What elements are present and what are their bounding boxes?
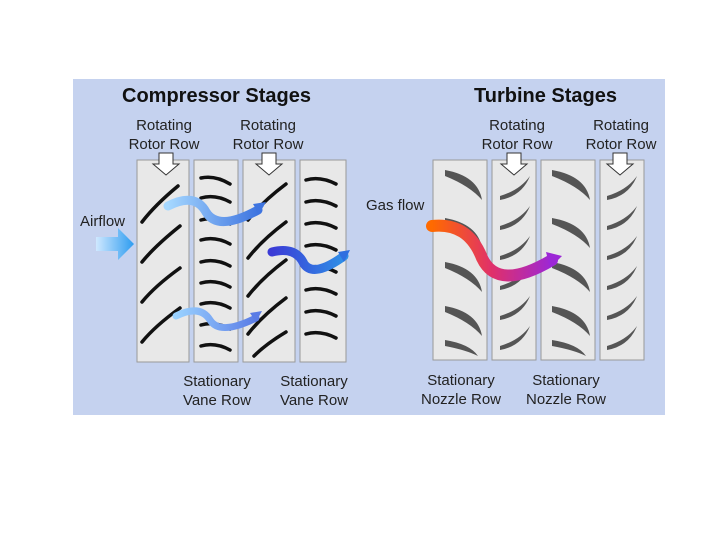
label-line: Rotating xyxy=(240,117,296,134)
turbine-stages-title: Turbine Stages xyxy=(474,85,617,107)
label-line: Vane Row xyxy=(279,392,349,409)
compressor-rotor-label-2: Rotating Rotor Row xyxy=(222,116,314,154)
compressor-rotor-blades-1 xyxy=(140,184,182,344)
label-line: Nozzle Row xyxy=(525,391,607,408)
turbine-nozzle-label-1: Stationary Nozzle Row xyxy=(412,371,510,409)
turbine-nozzle-blades-2 xyxy=(552,170,590,356)
label-line: Nozzle Row xyxy=(420,391,502,408)
turbine-rotor-blades-2 xyxy=(607,176,637,350)
label-line: Rotor Row xyxy=(481,136,553,153)
label-line: Rotating xyxy=(593,117,649,134)
gas-flow-arrow xyxy=(426,219,562,282)
label-line: Rotating xyxy=(136,117,192,134)
compressor-vane-label-2: Stationary Vane Row xyxy=(269,372,359,410)
turbine-rotor-blades-1 xyxy=(500,176,530,350)
airflow-arrow xyxy=(96,228,134,260)
turbine-blade-columns xyxy=(432,159,645,361)
compressor-vane-blades-2 xyxy=(304,176,338,340)
turbine-rotor-label-1: Rotating Rotor Row xyxy=(471,116,563,154)
turbine-nozzle-label-2: Stationary Nozzle Row xyxy=(517,371,615,409)
compressor-flow-arrows xyxy=(163,195,350,331)
label-line: Rotating xyxy=(489,117,545,134)
compressor-vane-label-1: Stationary Vane Row xyxy=(172,372,262,410)
gas-flow-label: Gas flow xyxy=(366,197,425,214)
label-line: Rotor Row xyxy=(128,136,200,153)
airflow-label: Airflow xyxy=(80,213,126,230)
turbine-rotor-label-2: Rotating Rotor Row xyxy=(575,116,667,154)
label-line: Rotor Row xyxy=(585,136,657,153)
compressor-rotor-label-1: Rotating Rotor Row xyxy=(118,116,210,154)
compressor-stages-title: Compressor Stages xyxy=(122,85,311,107)
label-line: Vane Row xyxy=(182,392,252,409)
label-line: Stationary xyxy=(183,373,251,390)
label-line: Stationary xyxy=(280,373,348,390)
compressor-vane-blades-1 xyxy=(199,175,232,352)
rotation-arrow-icons xyxy=(151,152,635,176)
label-line: Stationary xyxy=(427,372,495,389)
label-line: Rotor Row xyxy=(232,136,304,153)
label-line: Stationary xyxy=(532,372,600,389)
